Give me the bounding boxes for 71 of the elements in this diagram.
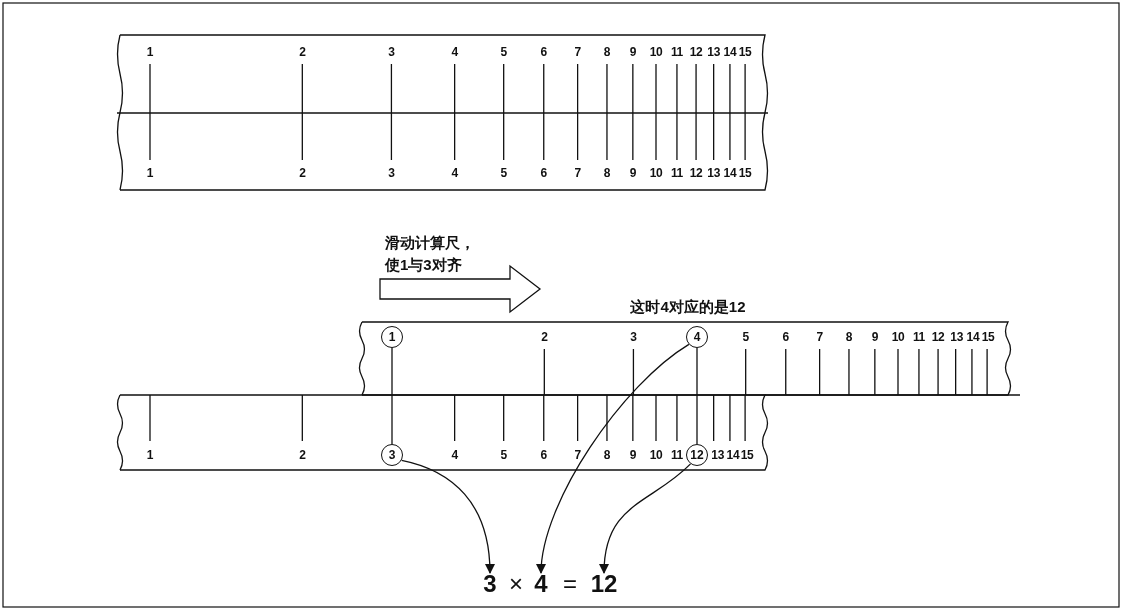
circled-number: 1 [381,326,403,348]
scale-number: 15 [738,167,752,179]
scale-number: 9 [629,46,637,58]
scale-number: 3 [388,46,395,58]
scale-number: 5 [500,167,507,179]
equation-number: 4 [534,572,548,596]
scale-number: 6 [540,449,547,461]
scale-number: 10 [649,46,663,58]
scale-number: 13 [707,167,720,179]
scale-number: 2 [541,331,548,343]
scale-number: 11 [670,167,683,179]
scale-number: 7 [816,331,823,343]
circled-number: 3 [381,444,403,466]
equation-number: 12 [590,572,618,596]
equation-number: 3 [483,572,497,596]
scale-number: 10 [649,167,663,179]
scale-number: 6 [540,46,547,58]
scale-number: 12 [689,167,703,179]
scale-number: 3 [388,167,395,179]
scale-number: 11 [670,449,683,461]
scale-number: 1 [146,449,154,461]
scale-number: 9 [871,331,879,343]
scale-number: 3 [630,331,637,343]
scale-number: 1 [146,167,154,179]
curved-arrow [599,463,692,574]
circled-number: 12 [686,444,708,466]
scale-number: 8 [603,46,611,58]
scale-number: 4 [451,46,458,58]
scale-number: 11 [912,331,925,343]
scale-number: 13 [950,331,963,343]
scale-number: 14 [723,46,737,58]
connector-line [696,347,698,445]
result-text: 这时4对应的是12 [630,298,746,314]
scale-number: 8 [845,331,853,343]
instruction-text: 滑动计算尺，使1与3对齐 [385,233,476,275]
scale-number: 11 [670,46,683,58]
scale-number: 5 [742,331,749,343]
scale-number: 4 [451,449,458,461]
equals-sign: = [563,572,577,596]
scale-number: 5 [500,449,507,461]
scale-number: 14 [726,449,740,461]
scale-number: 4 [451,167,458,179]
scale-number: 14 [966,331,980,343]
scale-number: 12 [931,331,945,343]
scale-number: 2 [299,449,306,461]
scale-number: 15 [981,331,995,343]
scale-number: 6 [782,331,789,343]
scale-number: 10 [891,331,905,343]
scale-number: 13 [707,46,720,58]
scale-number: 7 [574,167,581,179]
connector-line [391,347,393,445]
scale-number: 2 [299,46,306,58]
scale-number: 15 [740,449,754,461]
scale-number: 9 [629,449,637,461]
scale-number: 8 [603,167,611,179]
scale-number: 1 [146,46,154,58]
scale-number: 10 [649,449,663,461]
scale-number: 5 [500,46,507,58]
circled-number: 4 [686,326,708,348]
curved-arrow [401,459,495,574]
scale-number: 14 [723,167,737,179]
scale-number: 7 [574,46,581,58]
scale-number: 8 [603,449,611,461]
curved-arrow [536,343,690,574]
scale-number: 12 [689,46,703,58]
scale-number: 2 [299,167,306,179]
scale-number: 6 [540,167,547,179]
scale-number: 15 [738,46,752,58]
scale-number: 9 [629,167,637,179]
scale-number: 7 [574,449,581,461]
times-sign: × [509,572,523,596]
